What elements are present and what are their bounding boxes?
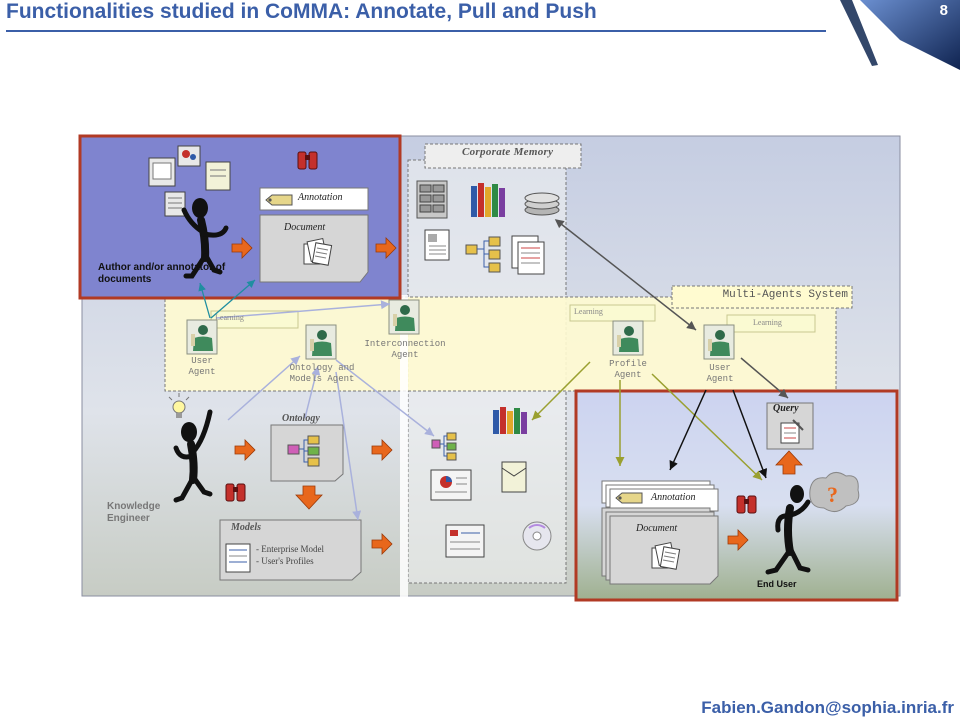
ontology-agent-icon [305,324,337,360]
document-label: Document [284,222,326,233]
title-underline [6,30,826,32]
models-label: Models [231,522,261,533]
models-doc-icon [225,543,251,573]
floating-doc-icons [148,145,231,217]
ontology-label: Ontology [282,413,320,424]
ontology-tree-icon [465,236,501,273]
user-agent-left-label: User Agent [188,356,216,377]
models-item: - Enterprise Model [256,544,324,554]
tag-icon [265,194,293,206]
interconnection-agent-icon [388,299,420,335]
profile-agent-icon [612,320,644,356]
svg-text:?: ? [827,482,838,507]
end-user-panel [574,389,899,602]
annotation-label: Annotation [298,192,343,203]
page-title: Functionalities studied in CoMMA: Annota… [6,0,597,23]
user-agent-left-icon [186,319,218,355]
user-agent-right-icon [703,324,735,360]
ontology-tree-icon [287,435,320,467]
models-item: - User's Profiles [256,556,314,566]
corner-decoration [840,0,960,70]
knowledge-engineer-figure-icon [173,409,213,503]
lightbulb-icon [168,393,190,418]
author-stick-figure-icon [181,198,229,279]
learning-box-user-right [726,314,816,333]
learning-label-left: Learning [215,313,244,322]
models-card [219,519,362,581]
user-agent-right-label: User Agent [706,363,734,384]
mas-label: Multi-Agents System [722,289,848,301]
author-label: Author and/or annotator of documents [98,262,226,285]
cabinet-icon [416,180,448,219]
orange-down-arrow-icon [295,485,323,510]
page-number: 8 [939,2,948,19]
end-user-figure-icon [765,485,811,575]
ontology-agent-label: Ontology and Models Agent [289,363,355,384]
interconnection-agent-label: Interconnection Agent [364,339,446,360]
end-annotation-label: Annotation [651,492,696,503]
end-user-label: End User [757,579,797,589]
knowledge-engineer-label: Knowledge Engineer [107,501,161,524]
corporate-memory-label: Corporate Memory [462,146,554,158]
learning-label-user-right: Learning [753,318,782,327]
books-icon [493,407,527,434]
document-page-icon [424,229,450,261]
corporate-memory-tab [424,143,582,169]
orange-up-arrow-icon [775,450,803,475]
chart-doc-icon [430,469,472,501]
question-cloud-icon: ? [809,472,860,512]
books-icon [471,183,505,217]
query-form-icon [780,419,804,444]
ontology-tree-icon [431,432,457,461]
cd-icon [522,521,552,551]
footer-email: Fabien.Gandon@sophia.inria.fr [701,698,954,717]
profile-agent-label: Profile Agent [609,359,647,380]
end-document-label: Document [636,523,678,534]
form-icon [445,524,485,558]
ontology-card [270,424,344,482]
disk-stack-icon [524,192,560,216]
tag-icon [615,492,643,504]
form-pages-icon [511,235,545,275]
learning-label-profile: Learning [574,307,603,316]
query-label: Query [773,403,799,414]
envelope-icon [501,461,527,493]
models-list: - Enterprise Model - User's Profiles [256,543,324,567]
